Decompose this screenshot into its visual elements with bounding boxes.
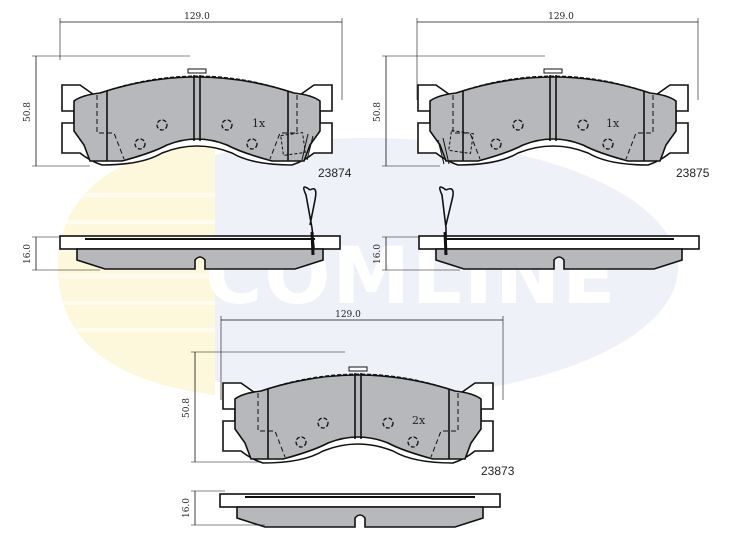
width-dimension: 129.0 <box>220 310 504 400</box>
height-dimension: 50.8 <box>182 351 345 463</box>
part-number: 23875 <box>676 166 710 180</box>
height-label: 50.8 <box>182 398 192 418</box>
thickness-label: 16.0 <box>23 244 33 264</box>
part-number: 23874 <box>318 166 352 180</box>
wear-sensor-mount <box>437 130 474 165</box>
pad-side-view: 16.0 <box>182 490 501 528</box>
quantity-label: 1x <box>252 117 266 130</box>
height-dimension: 50.8 <box>23 55 190 167</box>
height-dimension: 50.8 <box>373 55 545 167</box>
width-dimension: 129.0 <box>59 12 343 100</box>
pad-side-view: 16.0 <box>23 186 341 271</box>
pad-front-view <box>417 68 689 166</box>
wear-sensor-mount <box>280 132 314 161</box>
quantity-label: 1x <box>606 117 620 130</box>
thickness-label: 16.0 <box>373 244 383 264</box>
width-label: 129.0 <box>184 12 210 22</box>
pad-side-view: 16.0 <box>373 186 700 271</box>
wear-indicator-clip <box>302 186 317 249</box>
part-number: 23873 <box>481 464 515 478</box>
pad-23875: 129.0 50.8 1x 23875 16.0 <box>373 12 710 271</box>
height-label: 50.8 <box>23 102 33 122</box>
width-dimension: 129.0 <box>416 12 699 100</box>
width-label: 129.0 <box>335 310 361 320</box>
wear-indicator-clip <box>438 186 454 248</box>
pad-23874: 129.0 50.8 1x 23874 16.0 <box>23 12 352 271</box>
width-label: 129.0 <box>548 12 574 22</box>
pad-23873: 129.0 50.8 2x 23873 16.0 <box>182 310 515 528</box>
thickness-label: 16.0 <box>182 498 192 518</box>
quantity-label: 2x <box>412 414 426 427</box>
height-label: 50.8 <box>373 102 383 122</box>
